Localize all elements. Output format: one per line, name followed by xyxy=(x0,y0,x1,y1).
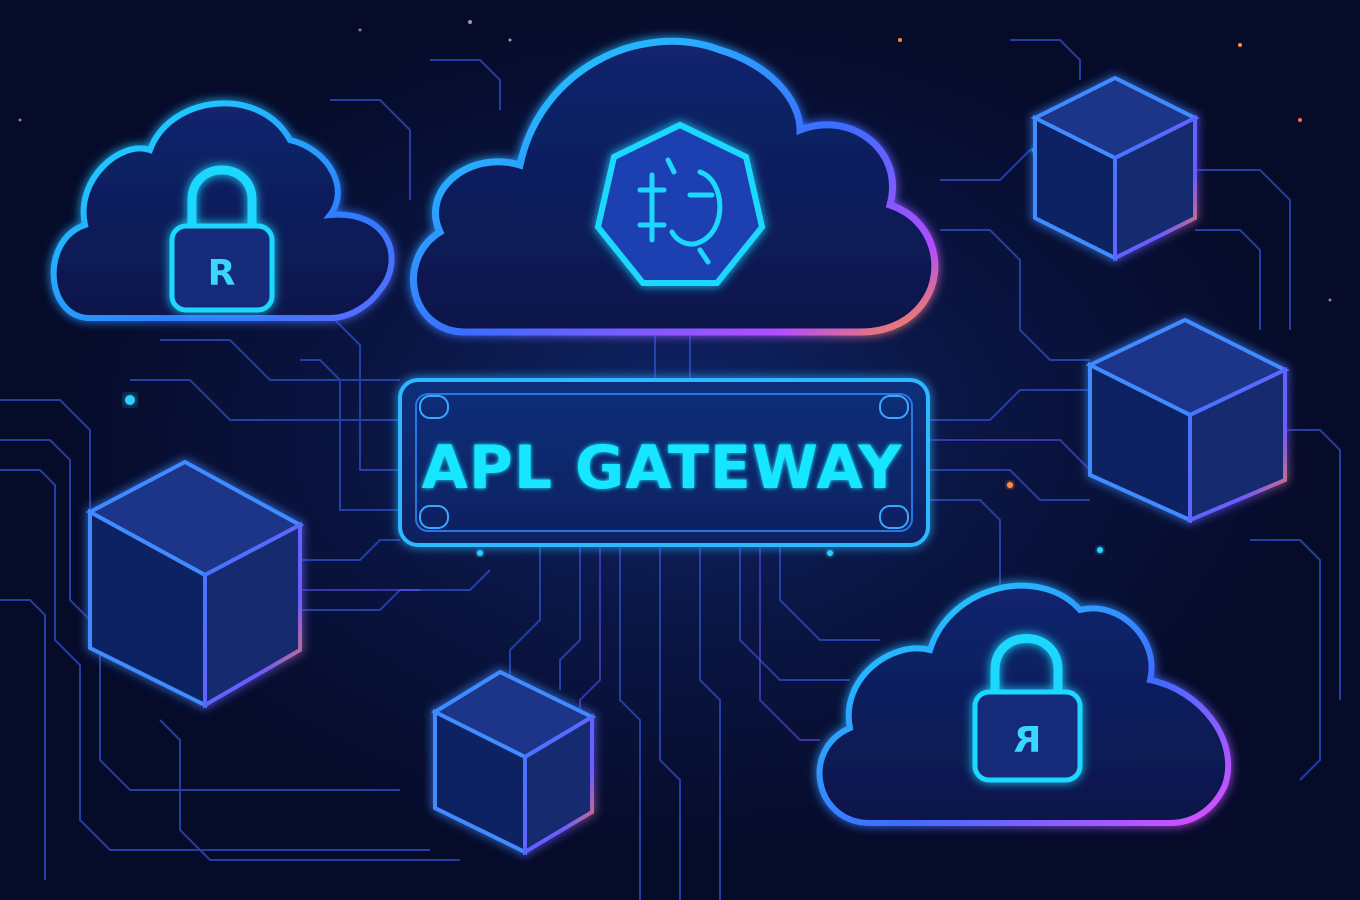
cube-icon xyxy=(430,669,597,856)
kubernetes-style-heptagon-icon xyxy=(594,121,766,286)
cube-icon xyxy=(1030,75,1200,262)
cube-top-right xyxy=(1030,75,1200,262)
padlock-icon xyxy=(972,634,1083,783)
gateway-panel: APL GATEWAY xyxy=(398,378,930,547)
circuit-traces xyxy=(0,39,1341,900)
main-cloud xyxy=(410,37,939,336)
panel-corner xyxy=(419,395,449,419)
banner-title: APL GATEWAY xyxy=(421,433,903,503)
cube-left-large xyxy=(85,459,305,709)
panel-corner xyxy=(879,505,909,529)
right-cloud: R xyxy=(816,582,1232,826)
left-cloud: R xyxy=(50,100,395,321)
padlock-icon xyxy=(169,165,275,313)
panel-corner xyxy=(419,505,449,529)
panel-corner xyxy=(879,395,909,419)
lock-glyph: R xyxy=(1013,720,1042,761)
cube-icon xyxy=(1085,317,1290,524)
cube-right-middle xyxy=(1085,317,1290,524)
lock-glyph: R xyxy=(208,253,237,294)
cloud-icon xyxy=(50,100,395,321)
cube-bottom-center xyxy=(430,669,597,856)
cube-icon xyxy=(85,459,305,709)
